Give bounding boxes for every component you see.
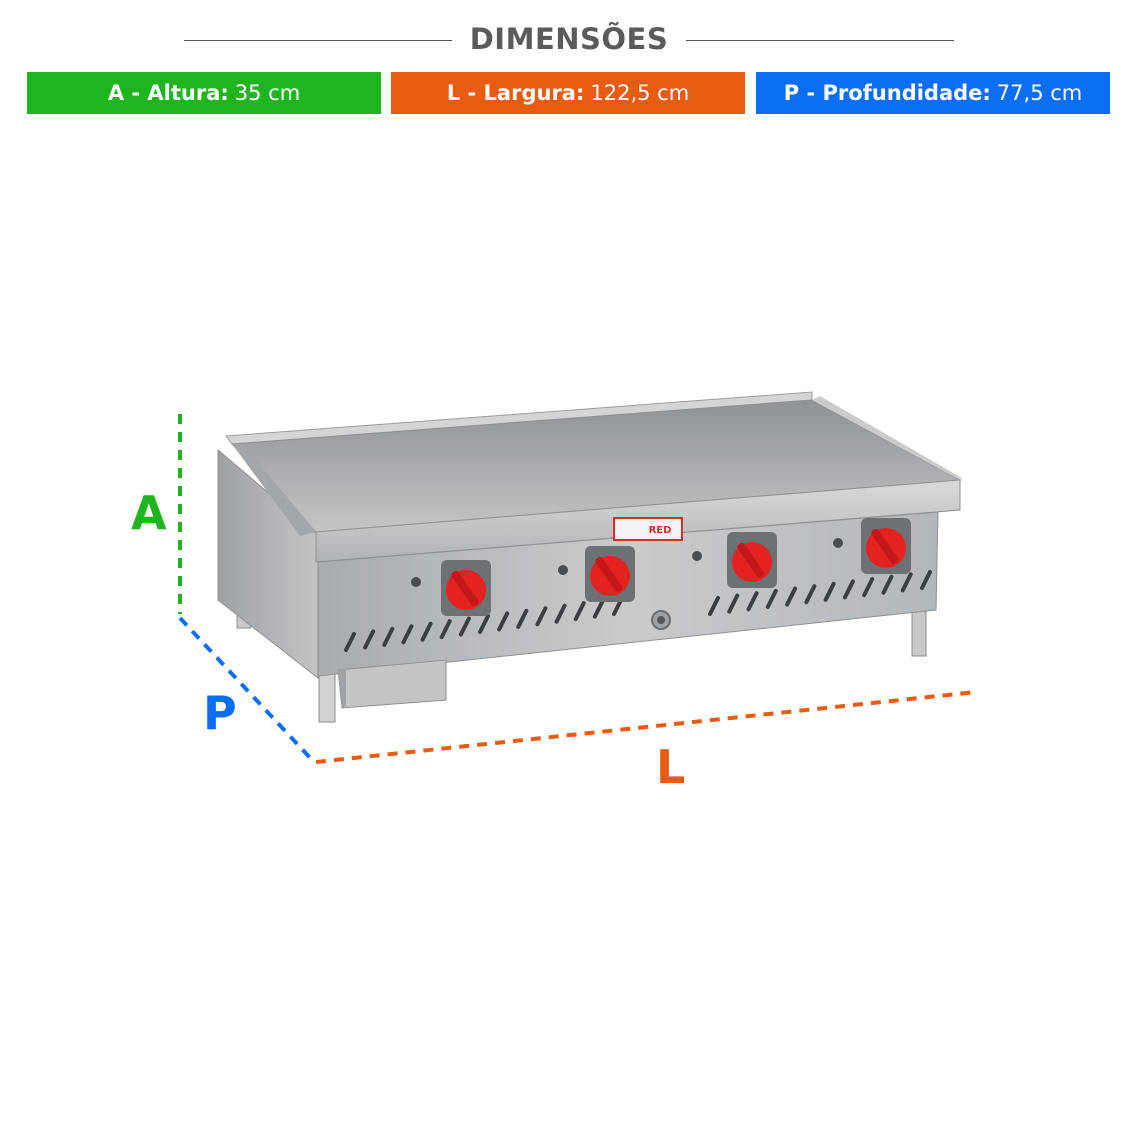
- vent-slot: [344, 632, 356, 652]
- control-knob: [861, 518, 911, 574]
- vent-slot: [420, 621, 433, 642]
- vent-slot: [516, 608, 529, 629]
- grease-drawer: [337, 659, 447, 709]
- title-divider-left: [184, 40, 452, 41]
- vent-slot: [439, 619, 452, 640]
- control-knobs: [441, 518, 911, 616]
- vent-slot: [592, 598, 605, 619]
- vent-slot: [497, 611, 510, 632]
- height-value: 35 cm: [234, 81, 301, 105]
- header: DIMENSÕES: [0, 16, 1144, 64]
- vent-slot: [862, 577, 875, 598]
- knob-grip: [595, 556, 623, 592]
- vent-slot: [920, 570, 932, 590]
- width-badge: L - Largura: 122,5 cm: [391, 72, 745, 114]
- height-badge: A - Altura: 35 cm: [27, 72, 381, 114]
- vent-slot: [573, 601, 586, 622]
- width-label: L - Largura:: [446, 81, 585, 105]
- vent-slot: [554, 603, 567, 624]
- control-knob: [585, 546, 635, 602]
- vent-slot: [478, 614, 490, 634]
- depth-badge: P - Profundidade: 77,5 cm: [756, 72, 1110, 114]
- vent-slots: [344, 570, 932, 652]
- brand-logo-text: RED: [649, 525, 672, 536]
- depth-letter: P: [203, 686, 237, 740]
- depth-dimension-line: [178, 616, 316, 764]
- vent-slot: [401, 624, 414, 645]
- knob-grip: [451, 570, 479, 606]
- gas-inlet: [651, 610, 671, 630]
- vent-slot: [881, 574, 894, 595]
- page-title: DIMENSÕES: [469, 22, 669, 56]
- control-knob: [441, 560, 491, 616]
- vent-slot: [900, 572, 913, 593]
- knob-grip: [871, 528, 899, 564]
- vent-slot: [535, 606, 548, 627]
- vent-slot: [785, 586, 798, 607]
- height-letter: A: [131, 486, 167, 540]
- vent-slot: [727, 593, 740, 614]
- griddle-plate: [225, 391, 962, 536]
- height-label: A - Altura:: [107, 81, 229, 105]
- brand-logo: RED: [613, 517, 683, 541]
- depth-label: P - Profundidade:: [783, 81, 991, 105]
- vent-slot: [708, 596, 720, 616]
- vent-slot: [823, 581, 836, 602]
- width-value: 122,5 cm: [590, 81, 690, 105]
- knob-grip: [737, 542, 765, 578]
- vent-slot: [842, 579, 855, 600]
- control-knob: [727, 532, 777, 588]
- vent-slot: [382, 626, 395, 647]
- vent-slot: [458, 616, 471, 637]
- vent-slot: [746, 591, 759, 612]
- vent-slot: [765, 588, 778, 609]
- pilot-holes: [411, 538, 843, 587]
- title-divider-right: [686, 40, 954, 41]
- depth-value: 77,5 cm: [996, 81, 1083, 105]
- width-dimension-line: [315, 690, 977, 764]
- vent-slot: [804, 584, 817, 605]
- width-letter: L: [656, 740, 686, 794]
- vent-slot: [363, 629, 376, 650]
